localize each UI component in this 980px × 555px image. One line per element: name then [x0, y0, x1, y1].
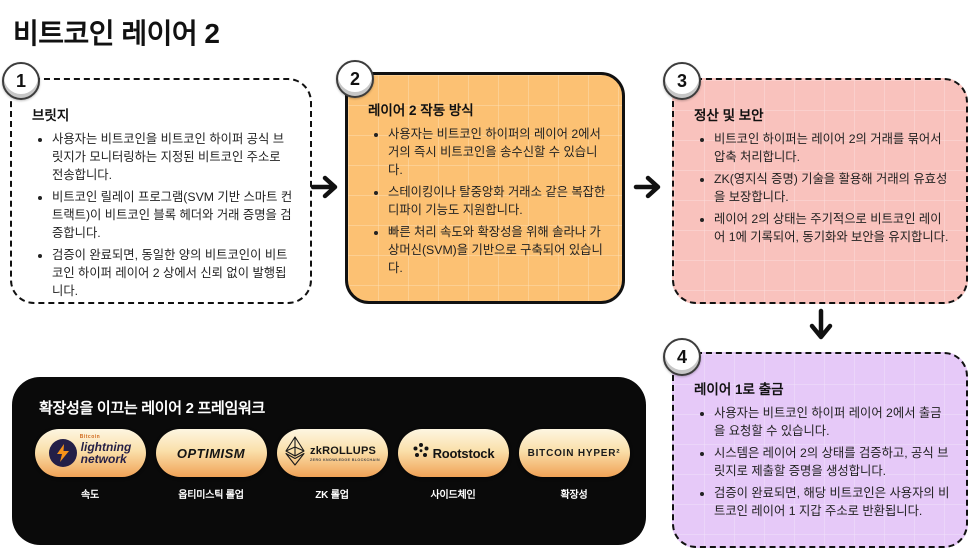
framework-item-label: 사이드체인 [430, 490, 476, 501]
step-number: 3 [676, 70, 687, 91]
framework-item-label: ZK 롤업 [315, 490, 349, 501]
framework-panel-title: 확장성을 이끄는 레이어 2 프레임워크 [39, 400, 266, 417]
step-heading: 브릿지 [32, 108, 70, 123]
step-box-settlement-security: 정산 및 보안 비트코인 하이퍼는 레이어 2의 거래를 묶어서 압축 처리합니… [672, 78, 968, 304]
framework-item-label: 옵티미스틱 롤업 [178, 490, 244, 501]
framework-item-bitcoin-hyper: BITCOIN HYPER² 확장성 [514, 429, 634, 501]
step-bullet-list: 사용자는 비트코인 하이퍼 레이어 2에서 출금을 요청할 수 있습니다. 시스… [694, 405, 950, 521]
step-heading: 레이어 2 작동 방식 [368, 103, 474, 118]
brand-text: zkROLLUPS [310, 444, 377, 457]
zkrollups-logo: zkROLLUPS ZERO KNOWLEDGE BLOCKCHAIN [276, 429, 388, 477]
step-bullet: 스테이킹이나 탈중앙화 거래소 같은 복잡한 디파이 기능도 지원합니다. [388, 184, 606, 220]
arrow-right-icon [310, 173, 344, 201]
framework-item-label: 확장성 [560, 490, 588, 501]
arrow-right-icon [633, 173, 667, 201]
framework-item-zkrollups: zkROLLUPS ZERO KNOWLEDGE BLOCKCHAIN ZK 롤… [272, 429, 392, 501]
lightning-bolt-icon [48, 439, 77, 467]
step-number: 2 [349, 68, 360, 89]
step-bullet-list: 비트코인 하이퍼는 레이어 2의 거래를 묶어서 압축 처리합니다. ZK(영지… [694, 131, 950, 247]
step-bullet-list: 사용자는 비트코인 하이퍼의 레이어 2에서 거의 즉시 비트코인을 송수신할 … [368, 126, 606, 278]
step-bullet: 검증이 완료되면, 동일한 양의 비트코인이 비트코인 하이퍼 레이어 2 상에… [52, 247, 294, 301]
step-number: 1 [15, 70, 26, 91]
step-badge-2: 2 [336, 60, 374, 98]
step-badge-3: 3 [663, 62, 701, 100]
step-bullet: 비트코인 릴레이 프로그램(SVM 기반 스마트 컨트랙트)이 비트코인 블록 … [52, 189, 294, 243]
step-box-withdraw-layer1: 레이어 1로 출금 사용자는 비트코인 하이퍼 레이어 2에서 출금을 요청할 … [672, 352, 968, 548]
brand-line2: network [80, 452, 127, 466]
rootstock-logo: Rootstock [397, 429, 509, 477]
framework-logo-row: Bitcoin lightning network 속도 [30, 429, 634, 501]
optimism-logo: OPTIMISM [155, 429, 267, 477]
step-bullet: 검증이 완료되면, 해당 비트코인은 사용자의 비트코인 레이어 1 지갑 주소… [714, 485, 950, 521]
lightning-network-logo: Bitcoin lightning network [34, 429, 146, 477]
bitcoin-hyper-logo: BITCOIN HYPER² [518, 429, 630, 477]
brand-text: OPTIMISM [176, 445, 246, 461]
step-box-layer2-operation: 레이어 2 작동 방식 사용자는 비트코인 하이퍼의 레이어 2에서 거의 즉시… [345, 72, 625, 304]
rootstock-icon [412, 442, 430, 465]
step-bullet: 사용자는 비트코인 하이퍼 레이어 2에서 출금을 요청할 수 있습니다. [714, 405, 950, 441]
step-box-bridge: 브릿지 사용자는 비트코인을 비트코인 하이퍼 공식 브릿지가 모니터링하는 지… [10, 78, 312, 304]
step-heading: 레이어 1로 출금 [694, 382, 784, 397]
step-badge-4: 4 [663, 338, 701, 376]
framework-item-label: 속도 [81, 490, 99, 501]
arrow-down-icon [806, 308, 836, 346]
step-bullet: 사용자는 비트코인 하이퍼의 레이어 2에서 거의 즉시 비트코인을 송수신할 … [388, 126, 606, 180]
step-bullet: 비트코인 하이퍼는 레이어 2의 거래를 묶어서 압축 처리합니다. [714, 131, 950, 167]
page-title: 비트코인 레이어 2 [13, 18, 220, 49]
step-bullet-list: 사용자는 비트코인을 비트코인 하이퍼 공식 브릿지가 모니터링하는 지정된 비… [32, 131, 294, 301]
step-bullet: 레이어 2의 상태는 주기적으로 비트코인 레이어 1에 기록되어, 동기화와 … [714, 211, 950, 247]
step-badge-1: 1 [2, 62, 40, 100]
bitcoin-wordmark: Bitcoin [79, 434, 101, 440]
framework-panel: 확장성을 이끄는 레이어 2 프레임워크 Bitcoin lightning n… [12, 377, 646, 545]
framework-item-lightning-network: Bitcoin lightning network 속도 [30, 429, 150, 501]
step-bullet: 빠른 처리 속도와 확장성을 위해 솔라나 가상머신(SVM)을 기반으로 구축… [388, 224, 606, 278]
framework-item-optimism: OPTIMISM 옵티미스틱 롤업 [151, 429, 271, 501]
step-heading: 정산 및 보안 [694, 108, 764, 123]
step-bullet: ZK(영지식 증명) 기술을 활용해 거래의 유효성을 보장합니다. [714, 171, 950, 207]
step-number: 4 [676, 346, 687, 367]
brand-subtext: ZERO KNOWLEDGE BLOCKCHAIN [310, 457, 380, 462]
step-bullet: 시스템은 레이어 2의 상태를 검증하고, 공식 브릿지로 제출할 증명을 생성… [714, 445, 950, 481]
brand-text: BITCOIN HYPER² [527, 447, 621, 459]
eth-diamond-icon [284, 435, 306, 471]
brand-text: Rootstock [432, 445, 495, 461]
framework-item-rootstock: Rootstock 사이드체인 [393, 429, 513, 501]
step-bullet: 사용자는 비트코인을 비트코인 하이퍼 공식 브릿지가 모니터링하는 지정된 비… [52, 131, 294, 185]
brand-line1: lightning [80, 439, 132, 454]
